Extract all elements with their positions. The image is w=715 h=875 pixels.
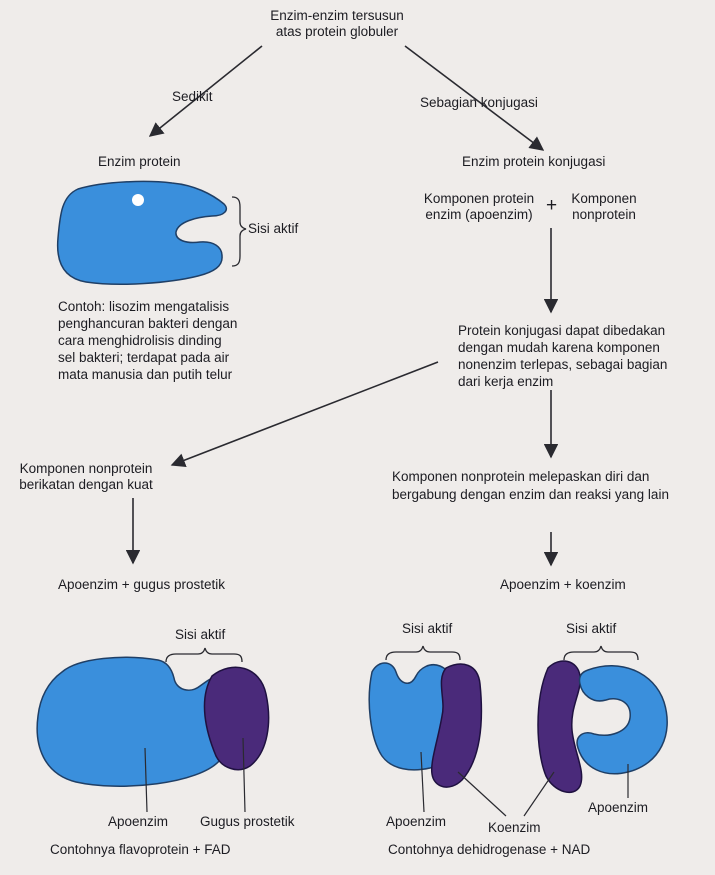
active-site-label-b: Sisi aktif [566,621,617,636]
active-site-bracket-a [385,645,461,661]
branch-left-label: Sedikit [172,89,213,104]
component-nonprotein-label: Komponen nonprotein [564,191,644,223]
component-nonprotein-line-2: nonprotein [572,207,636,222]
nonprotein-bound-line-1: Komponen nonprotein [19,461,153,476]
distinguish-line-1: Protein konjugasi dapat dibedakan [458,323,666,338]
release-line-1: Komponen nonprotein melepaskan diri dan [392,469,650,484]
label-prosthetic-group: Gugus prostetik [200,814,295,829]
result-coenzyme: Apoenzim + koenzim [500,577,626,592]
nonprotein-bound-label: Komponen nonprotein berikatan dengan kua… [4,461,168,493]
active-site-bracket-b [563,645,639,661]
enzyme-protein-title: Enzim protein [98,154,181,169]
active-site-dot [132,194,144,206]
example-line-4: sel bakteri; terdapat pada air [58,350,230,365]
example-dehydrogenase: Contohnya dehidrogenase + NAD [388,842,591,857]
leader-coenzyme-b [523,771,555,817]
conjugated-enzyme-title: Enzim protein konjugasi [462,154,606,169]
lysozyme-example: Contoh: lisozim mengatalisis penghancura… [58,298,237,383]
active-site-label-a: Sisi aktif [402,621,453,636]
top-title-line-1: Enzim-enzim tersusun [270,8,404,23]
distinguish-note: Protein konjugasi dapat dibedakan dengan… [458,322,667,390]
leader-coenzyme-a [457,771,507,817]
leader-apoenzyme-left [144,747,148,813]
arrow-top-to-right [404,45,545,151]
coenzyme-shape-a [430,663,483,788]
nonprotein-bound-line-2: berikatan dengan kuat [19,477,153,492]
top-title-line-2: atas protein globuler [275,24,399,39]
release-note: Komponen nonprotein melepaskan diri dan … [392,468,669,504]
release-line-2: bergabung dengan enzim dan reaksi yang l… [392,487,669,502]
arrow-top-to-left [148,45,263,137]
top-title: Enzim-enzim tersusun atas protein globul… [232,8,442,40]
active-site-label-2: Sisi aktif [175,627,226,642]
plus-sign: + [546,195,558,216]
arrow-distinguish-to-left [170,361,439,468]
label-apoenzyme-a: Apoenzim [386,814,447,829]
example-line-2: penghancuran bakteri dengan [58,316,238,331]
result-prosthetic: Apoenzim + gugus prostetik [58,577,225,592]
label-apoenzyme-b: Apoenzim [588,800,649,815]
apoenzyme-shape-b [576,665,668,775]
lysozyme-enzyme-shape [56,180,228,285]
label-coenzyme: Koenzim [488,820,541,835]
distinguish-line-4: dari kerja enzim [458,374,554,389]
component-protein-line-1: Komponen protein [423,191,535,206]
label-apoenzyme-left: Apoenzim [108,814,169,829]
component-protein-label: Komponen protein enzim (apoenzim) [414,191,544,223]
component-protein-line-2: enzim (apoenzim) [425,207,533,222]
coenzyme-shape-b [537,660,583,794]
branch-right-label: Sebagian konjugasi [420,95,538,110]
active-site-label-1: Sisi aktif [248,221,299,236]
example-flavoprotein: Contohnya flavoprotein + FAD [50,842,231,857]
distinguish-line-3: nonenzim terlepas, sebagai bagian [458,357,668,372]
example-line-5: mata manusia dan putih telur [58,367,233,382]
active-site-bracket-left [231,196,247,267]
component-nonprotein-line-1: Komponen [571,191,637,206]
example-line-3: cara menghidrolisis dinding [58,333,222,348]
prosthetic-group-shape [203,666,270,771]
active-site-bracket-left-2 [165,647,243,663]
distinguish-line-2: dengan mudah karena komponen [458,340,660,355]
leader-prosthetic [242,737,246,813]
leader-apoenzyme-a [420,751,425,813]
example-line-1: Contoh: lisozim mengatalisis [58,299,230,314]
apoenzyme-shape-left [36,656,235,787]
